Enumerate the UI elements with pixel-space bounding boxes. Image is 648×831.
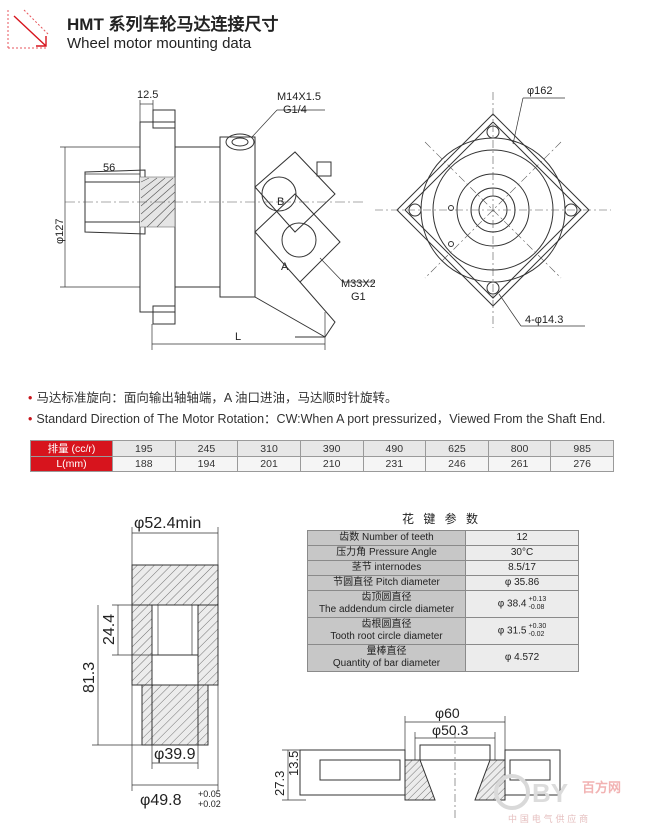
- table-row: 排量 (cc/r) 195 245 310 390 490 625 800 98…: [30, 440, 614, 457]
- dim-flange-outer: φ60: [435, 705, 460, 721]
- table-cell: 188: [112, 456, 176, 472]
- displacement-table: 排量 (cc/r) 195 245 310 390 490 625 800 98…: [30, 440, 614, 472]
- spline-key: 压力角 Pressure Angle: [307, 545, 466, 561]
- table-cell: 310: [237, 440, 301, 457]
- dim-top-diameter: φ52.4min: [134, 515, 201, 532]
- svg-text:BY: BY: [532, 778, 568, 808]
- row-header-displacement: 排量 (cc/r): [30, 440, 113, 457]
- corner-arrow-icon: [7, 9, 49, 49]
- dim-spline-length: 24.4: [101, 614, 118, 645]
- dim-outer-tol-low: +0.02: [198, 799, 221, 809]
- spline-value: 8.5/17: [465, 560, 579, 576]
- table-cell: 245: [174, 440, 239, 457]
- dim-port-big-g: G1: [351, 291, 366, 303]
- table-row: 齿数 Number of teeth 12: [307, 530, 579, 546]
- table-cell: 276: [550, 456, 614, 472]
- spline-value: φ 4.572: [465, 644, 579, 672]
- table-cell: 261: [487, 456, 552, 472]
- bullet-icon: •: [28, 391, 33, 405]
- table-cell: 210: [299, 456, 364, 472]
- table-row: 茎节 internodes 8.5/17: [307, 560, 579, 576]
- spline-value: φ 38.4+0.13-0.08: [465, 590, 579, 618]
- dim-overall-length: L: [235, 331, 241, 343]
- spline-value: 12: [465, 530, 579, 546]
- dim-mounting-holes: 4-φ14.3: [525, 314, 563, 326]
- table-row: 压力角 Pressure Angle 30°C: [307, 545, 579, 561]
- bullet-icon: •: [28, 412, 33, 426]
- hub-section-view: φ52.4min 24.4 81.3 φ39.9 φ49.8 +0.05 +0.…: [81, 515, 221, 809]
- table-cell: 231: [362, 456, 427, 472]
- table-cell: 985: [550, 440, 614, 457]
- motor-front-view: φ162 4-φ14.3: [375, 85, 611, 328]
- page-header: HMT 系列车轮马达连接尺寸 Wheel motor mounting data: [0, 0, 648, 60]
- dim-total-height: 81.3: [81, 662, 98, 693]
- dim-pilot-diameter: φ127: [54, 219, 66, 245]
- note-zh: •马达标准旋向：面向输出轴轴端，A 油口进油，马达顺时针旋转。: [28, 391, 398, 405]
- dim-bolt-circle: φ162: [527, 85, 553, 97]
- rotation-notes: •马达标准旋向：面向输出轴轴端，A 油口进油，马达顺时针旋转。 •Standar…: [28, 388, 605, 430]
- table-cell: 800: [487, 440, 552, 457]
- dim-port-small-g: G1/4: [283, 104, 307, 116]
- motor-side-view: 12.5 M14X1.5 G1/4 56 φ127 B A M33X2 G1 L: [54, 89, 375, 350]
- spline-value: φ 31.5+0.30-0.02: [465, 617, 579, 645]
- page-title: HMT 系列车轮马达连接尺寸: [67, 15, 279, 34]
- table-cell: 390: [299, 440, 364, 457]
- spline-value: φ 35.86: [465, 575, 579, 591]
- row-header-length: L(mm): [30, 456, 113, 472]
- dim-port-big-thread: M33X2: [341, 278, 375, 290]
- table-cell: 246: [425, 456, 489, 472]
- watermark-brand: 百方网: [582, 780, 621, 796]
- table-cell: 625: [425, 440, 489, 457]
- table-cell: 195: [112, 440, 176, 457]
- note-en: •Standard Direction of The Motor Rotatio…: [28, 412, 606, 426]
- dim-flange-inner: φ50.3: [432, 722, 469, 738]
- spline-key: 齿数 Number of teeth: [307, 530, 466, 546]
- dim-port-small-thread: M14X1.5: [277, 91, 321, 103]
- dim-outer-diameter: φ49.8: [140, 792, 182, 809]
- spline-key: 节圆直径 Pitch diameter: [307, 575, 466, 591]
- dim-flange-step: 13.5: [286, 751, 301, 776]
- dim-flange-width: 12.5: [137, 89, 158, 101]
- dim-outer-tol-up: +0.05: [198, 789, 221, 799]
- table-row: L(mm) 188 194 201 210 231 246 261 276: [30, 456, 614, 472]
- dim-bore-diameter: φ39.9: [154, 746, 196, 763]
- spline-value: 30°C: [465, 545, 579, 561]
- watermark-logo: BY 百方网 中 国 电 气 供 应 商: [490, 768, 640, 828]
- spline-key: 茎节 internodes: [307, 560, 466, 576]
- table-cell: 201: [237, 456, 301, 472]
- spline-parameter-table: 齿数 Number of teeth 12 压力角 Pressure Angle…: [307, 530, 579, 672]
- dim-shaft-length: 56: [103, 162, 115, 174]
- port-a-label: A: [281, 261, 289, 273]
- table-cell: 194: [174, 456, 239, 472]
- spline-table-title: 花 键 参 数: [402, 512, 482, 526]
- table-row: 节圆直径 Pitch diameter φ 35.86: [307, 575, 579, 591]
- watermark-sub: 中 国 电 气 供 应 商: [508, 813, 588, 825]
- table-cell: 490: [362, 440, 427, 457]
- page-subtitle: Wheel motor mounting data: [67, 35, 252, 52]
- dim-flange-height: 27.3: [272, 771, 287, 796]
- port-b-label: B: [277, 196, 284, 208]
